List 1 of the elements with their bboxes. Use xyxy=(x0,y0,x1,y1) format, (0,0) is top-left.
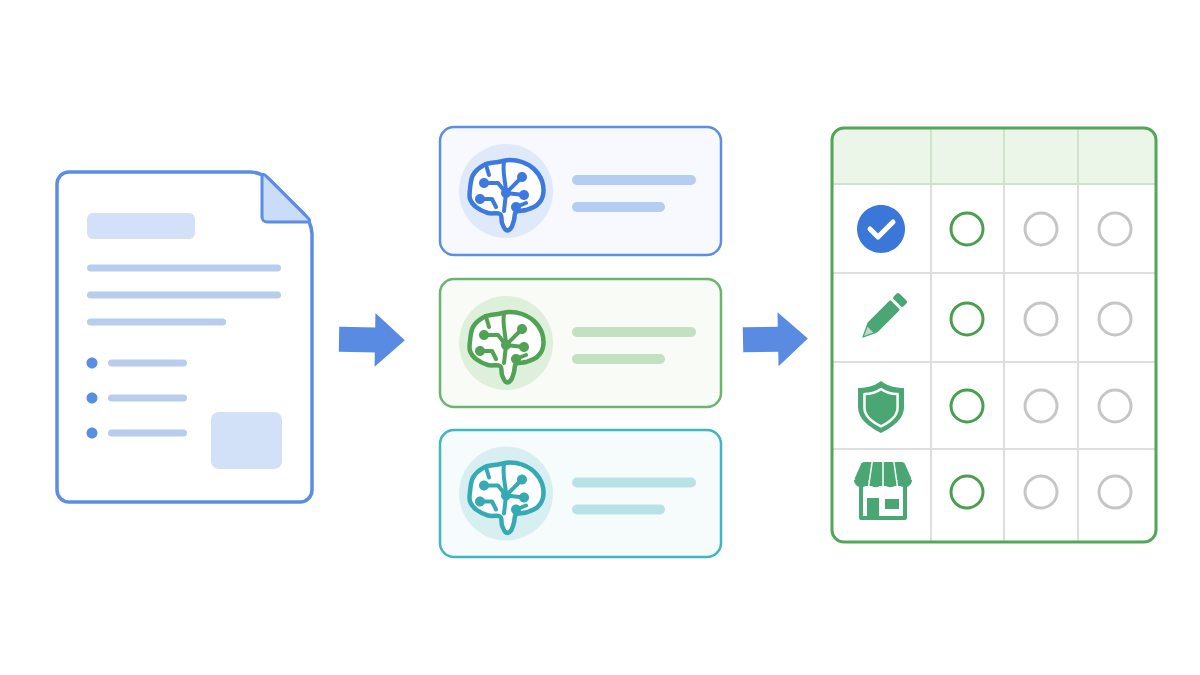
document-icon xyxy=(55,170,314,504)
